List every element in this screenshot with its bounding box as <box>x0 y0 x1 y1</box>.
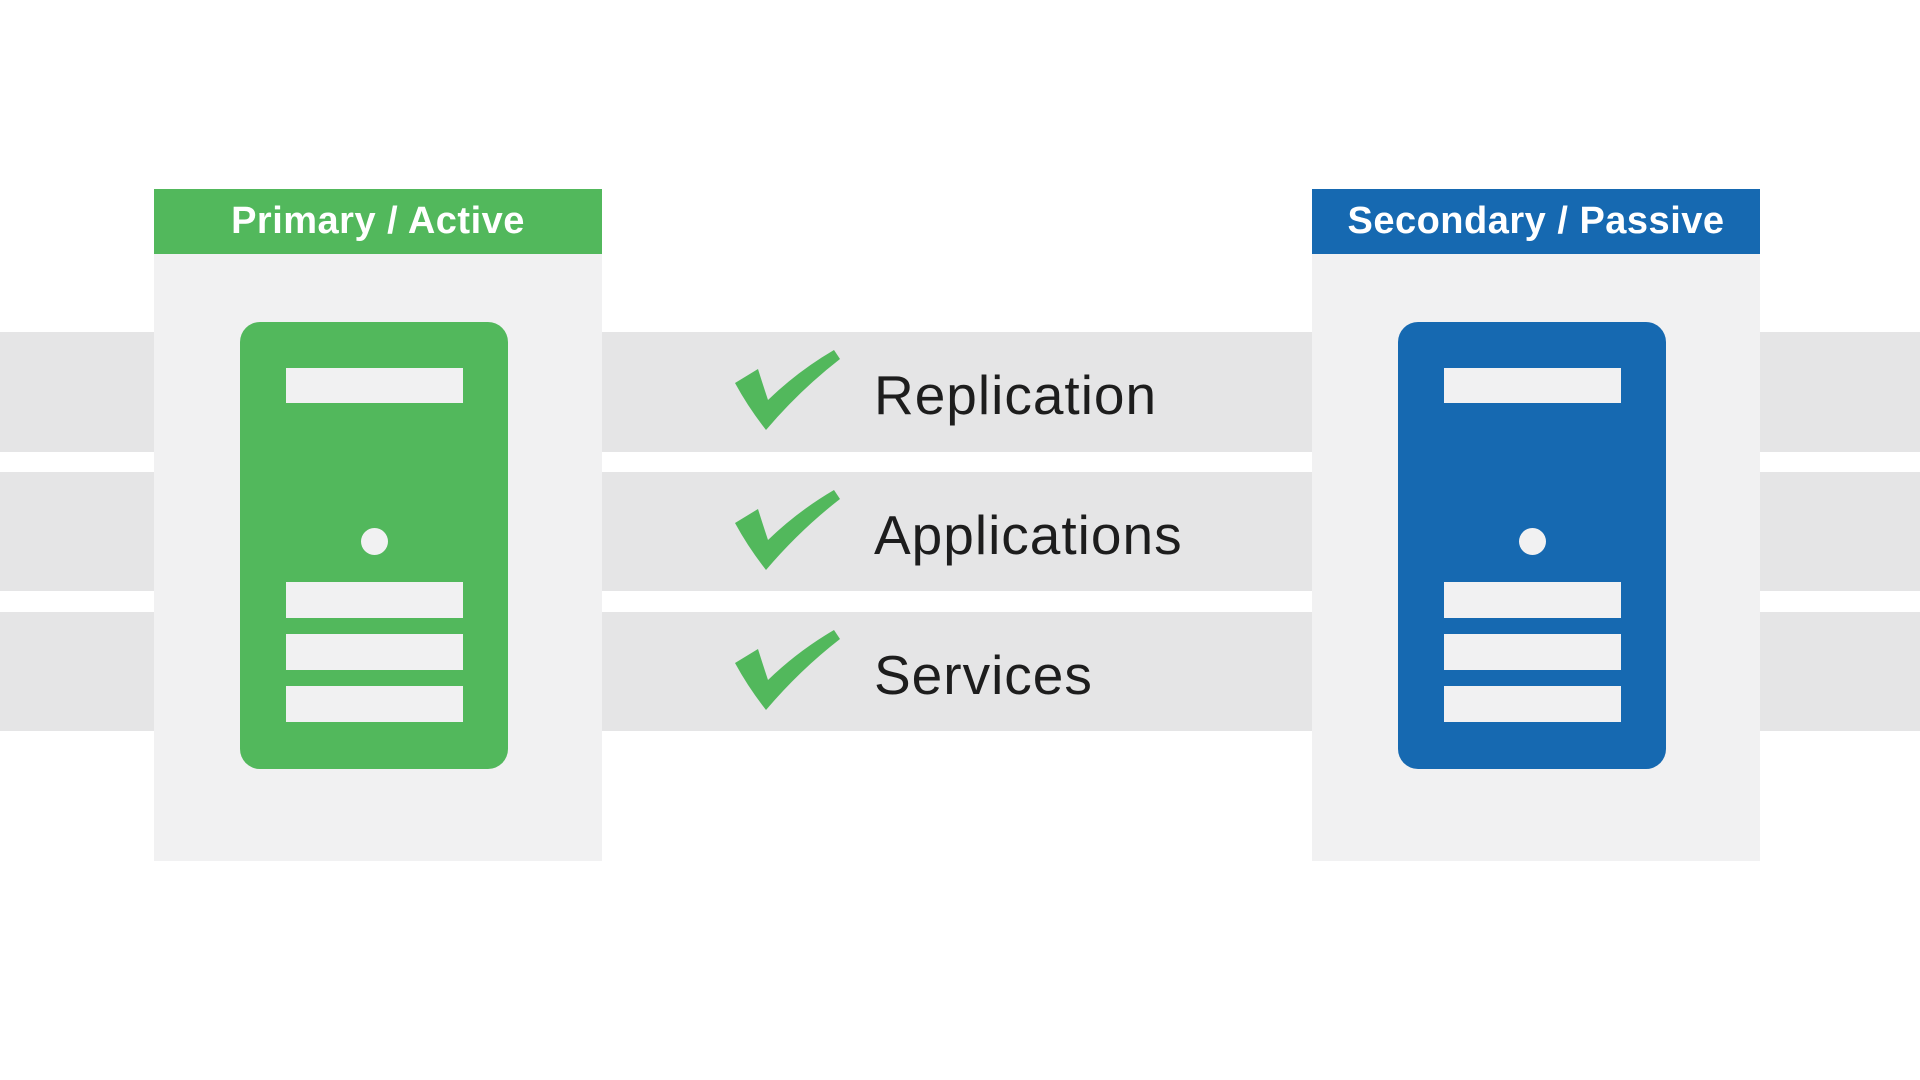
secondary-server-card: Secondary / Passive <box>1312 189 1760 861</box>
server-vent-slot <box>1444 582 1621 618</box>
server-vent-slot <box>1444 368 1621 403</box>
sync-item-label: Services <box>874 643 1093 706</box>
checkmark-icon <box>730 490 840 570</box>
sync-item-label: Replication <box>874 364 1158 426</box>
secondary-server-header: Secondary / Passive <box>1312 189 1760 254</box>
server-vent-slot <box>1444 634 1621 670</box>
primary-server-card: Primary / Active <box>154 189 602 861</box>
server-vent-slot <box>286 582 463 618</box>
power-button-icon <box>1519 528 1546 555</box>
primary-server-header: Primary / Active <box>154 189 602 254</box>
server-tower-icon <box>240 322 508 769</box>
sync-item-label: Applications <box>874 503 1183 566</box>
power-button-icon <box>361 528 388 555</box>
server-vent-slot <box>286 368 463 403</box>
checkmark-icon <box>730 350 840 430</box>
checkmark-icon <box>730 630 840 710</box>
server-vent-slot <box>1444 686 1621 722</box>
server-vent-slot <box>286 634 463 670</box>
server-vent-slot <box>286 686 463 722</box>
server-tower-icon <box>1398 322 1666 769</box>
